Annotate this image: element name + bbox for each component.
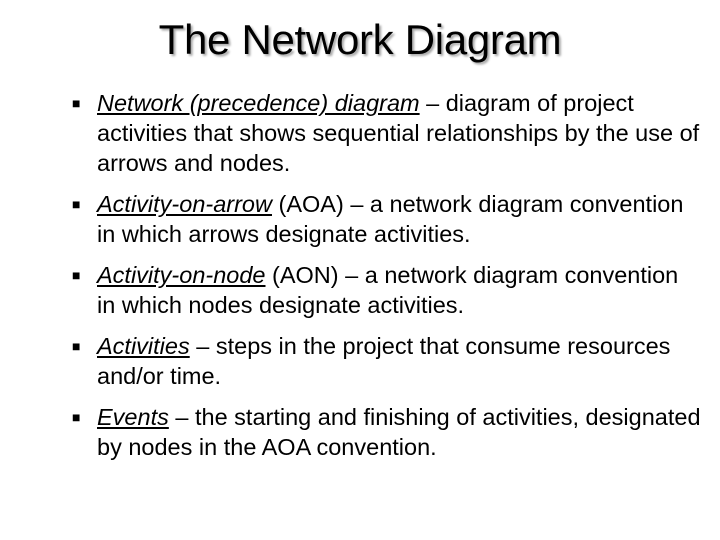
bullet-text: – the starting and finishing of activiti… bbox=[97, 404, 701, 460]
bullet-text: – diagram of project activities that sho… bbox=[97, 90, 700, 176]
bullet-list: ■ Network (precedence) diagram – diagram … bbox=[72, 88, 702, 473]
bullet-term: Activities bbox=[97, 333, 190, 359]
bullet-term: Activity-on-arrow bbox=[97, 191, 272, 217]
bullet-item: ■ Activities – steps in the project that … bbox=[72, 331, 702, 391]
bullet-text: – steps in the project that consume reso… bbox=[97, 333, 671, 389]
square-bullet-icon: ■ bbox=[72, 409, 81, 425]
bullet-item: ■ Activity-on-node (AON) – a network diag… bbox=[72, 260, 702, 320]
square-bullet-icon: ■ bbox=[72, 338, 81, 354]
square-bullet-icon: ■ bbox=[72, 196, 81, 212]
square-bullet-icon: ■ bbox=[72, 267, 81, 283]
square-bullet-icon: ■ bbox=[72, 95, 81, 111]
bullet-term: Network (precedence) diagram bbox=[97, 90, 420, 116]
slide-title: The Network Diagram bbox=[158, 16, 562, 63]
bullet-item: ■ Events – the starting and finishing of … bbox=[72, 402, 702, 462]
bullet-text: (AON) – a network diagram convention in … bbox=[97, 262, 679, 318]
bullet-item: ■ Activity-on-arrow (AOA) – a network dia… bbox=[72, 189, 702, 249]
bullet-item: ■ Network (precedence) diagram – diagram … bbox=[72, 88, 702, 178]
bullet-text: (AOA) – a network diagram convention in … bbox=[97, 191, 684, 247]
bullet-term: Events bbox=[97, 404, 169, 430]
bullet-term: Activity-on-node bbox=[97, 262, 266, 288]
